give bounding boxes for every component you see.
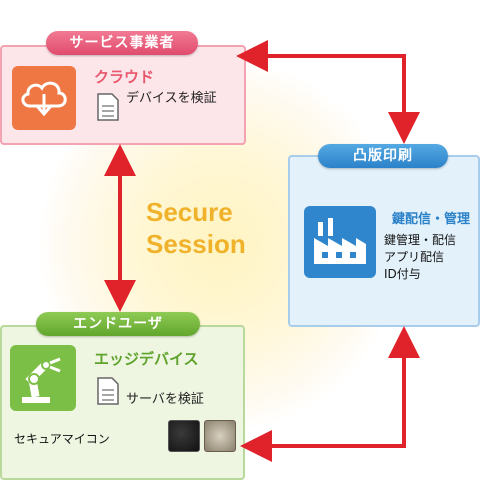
list-item: 鍵管理・配信 (384, 233, 457, 247)
cloud-title: クラウド (94, 68, 155, 86)
list-item: ID付与 (384, 267, 421, 281)
factory-icon (304, 206, 376, 278)
secure-session-label: Secure Session (146, 196, 246, 260)
document-icon (96, 92, 120, 126)
chip-icon (168, 420, 200, 452)
session-line: Session (146, 229, 246, 259)
secure-mcu-label: セキュアマイコン (14, 432, 110, 446)
chip-icon (204, 420, 236, 452)
secure-line: Secure (146, 197, 233, 227)
list-item: アプリ配信 (384, 250, 445, 264)
arrow-service-toppan (236, 40, 420, 144)
key-management-title: 鍵配信・管理 (392, 212, 471, 227)
toppan-header: 凸版印刷 (318, 144, 448, 168)
toppan-function-list: 鍵管理・配信 アプリ配信 ID付与 (384, 232, 456, 283)
edge-device-title: エッジデバイス (94, 350, 199, 368)
robot-arm-icon (10, 345, 76, 411)
verify-server-text: サーバを検証 (126, 392, 204, 407)
end-user-header: エンドユーザ (36, 312, 200, 336)
verify-device-text: デバイスを検証 (126, 91, 217, 106)
cloud-download-icon (12, 66, 76, 130)
service-provider-header: サービス事業者 (46, 31, 198, 55)
document-icon (96, 376, 120, 410)
arrow-user-toppan (240, 326, 420, 462)
